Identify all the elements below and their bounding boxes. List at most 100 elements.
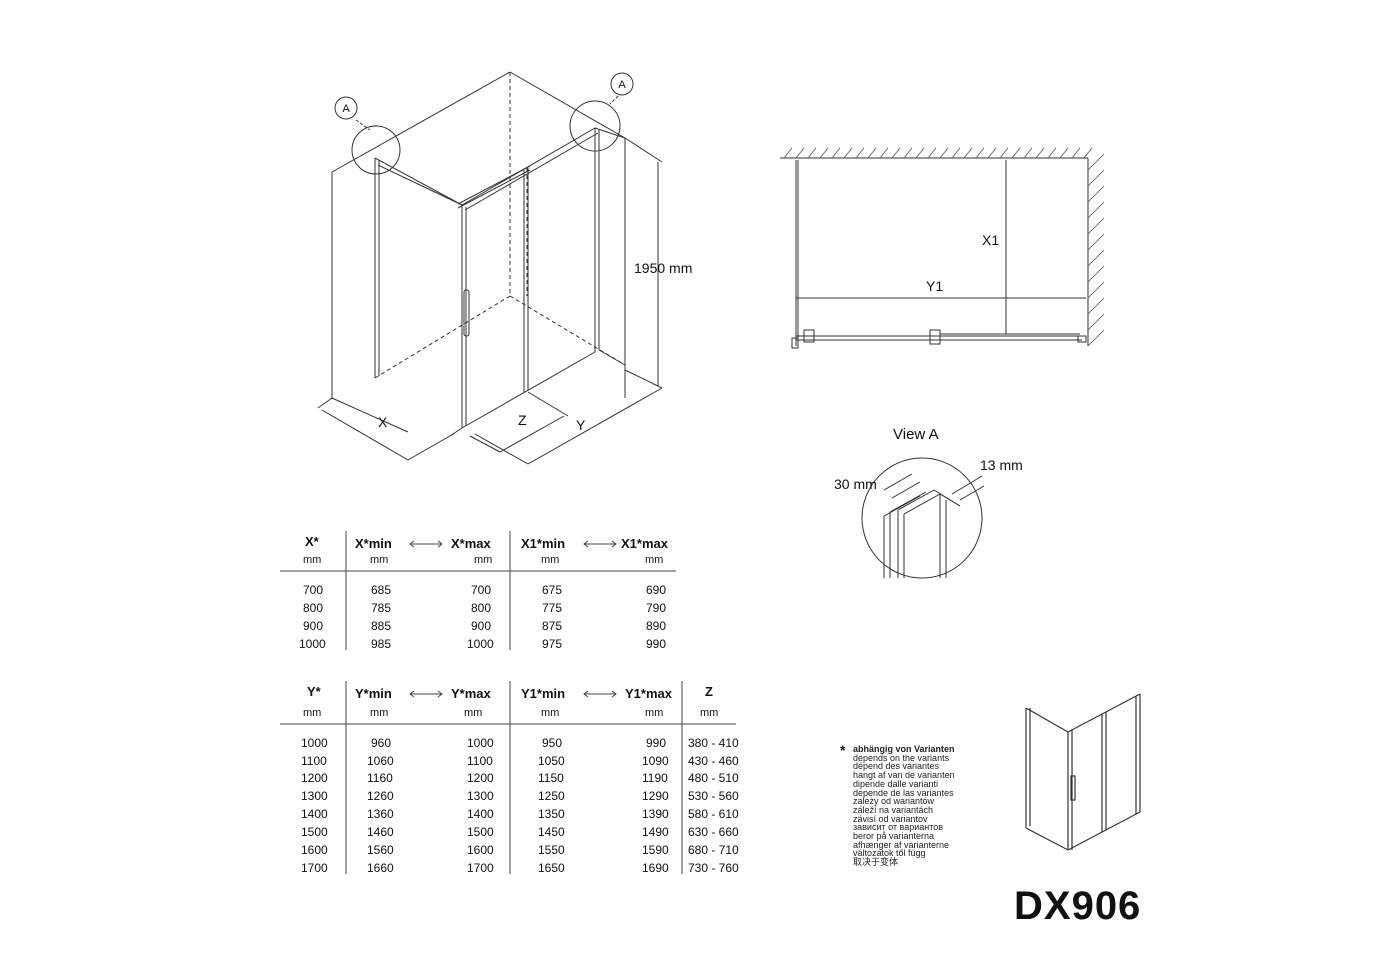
note-line: záleží na variantách xyxy=(853,804,934,815)
table-cell: 1100 xyxy=(301,754,327,768)
table-x-header: X*min xyxy=(355,536,392,551)
table-y-unit: mm xyxy=(645,707,664,719)
table-cell: 1700 xyxy=(301,861,328,875)
table-cell: 1360 xyxy=(367,807,394,821)
table-y-header: Y1*max xyxy=(625,686,672,701)
view-a-detail xyxy=(861,457,985,579)
note-line: afhænger af varianterne xyxy=(853,839,950,850)
table-cell: 480 - 510 xyxy=(688,771,739,785)
table-cell: 700 xyxy=(303,583,324,597)
note-line: depends on the variants xyxy=(853,752,950,763)
table-cell: 790 xyxy=(646,601,667,615)
table-cell: 1490 xyxy=(642,825,669,839)
table-cell: 1560 xyxy=(367,843,394,857)
table-cell: 1500 xyxy=(467,825,494,839)
callout-a-left: A xyxy=(342,103,350,115)
table-cell: 1700 xyxy=(467,861,494,875)
table-y-unit: mm xyxy=(541,707,560,719)
table-cell: 1450 xyxy=(538,825,565,839)
table-cell: 690 xyxy=(646,583,667,597)
y-dimension-label: Y xyxy=(576,417,586,433)
dim-13mm: 13 mm xyxy=(980,457,1023,473)
table-cell: 1400 xyxy=(301,807,328,821)
x-dimension-label: X xyxy=(378,414,388,430)
table-cell: 785 xyxy=(371,601,392,615)
note-line: változatok től függ xyxy=(853,848,926,859)
y1-label: Y1 xyxy=(926,278,943,294)
height-label: 1950 mm xyxy=(634,260,692,276)
table-cell: 1190 xyxy=(642,771,668,785)
note-line: beror på varianterna xyxy=(853,831,935,842)
table-cell: 380 - 410 xyxy=(688,736,739,750)
table-cell: 1200 xyxy=(301,771,328,785)
note-line: dépend des variantes xyxy=(853,761,940,772)
table-cell: 1460 xyxy=(367,825,394,839)
table-x-unit: mm xyxy=(474,554,493,566)
table-x-unit: mm xyxy=(303,554,322,566)
note-line: hangt af van de varianten xyxy=(853,770,955,781)
table-cell: 1000 xyxy=(467,637,494,651)
table-cell: 630 - 660 xyxy=(688,825,739,839)
model-number: DX906 xyxy=(1014,884,1142,928)
table-cell: 675 xyxy=(542,583,563,597)
table-cell: 950 xyxy=(542,736,563,750)
table-cell: 1290 xyxy=(642,789,669,803)
table-x-unit: mm xyxy=(370,554,389,566)
table-x-header: X1*max xyxy=(621,536,668,551)
table-cell: 1600 xyxy=(301,843,328,857)
table-cell: 1200 xyxy=(467,771,494,785)
table-cell: 885 xyxy=(371,619,392,633)
note-line: 取决于变体 xyxy=(853,857,899,868)
table-cell: 430 - 460 xyxy=(688,754,739,768)
thumbnail-drawing xyxy=(1025,693,1141,851)
table-cell: 900 xyxy=(471,619,492,633)
table-cell: 1650 xyxy=(538,861,565,875)
table-y-unit: mm xyxy=(700,707,719,719)
callout-a-right: A xyxy=(618,79,626,91)
table-cell: 1400 xyxy=(467,807,494,821)
table-cell: 1350 xyxy=(538,807,565,821)
note-line: abhängig von Varianten xyxy=(853,744,955,754)
table-cell: 890 xyxy=(646,619,667,633)
table-x-unit: mm xyxy=(541,554,560,566)
table-cell: 990 xyxy=(646,736,667,750)
view-a-title: View A xyxy=(893,426,939,443)
note-line: zależy od wariantów xyxy=(853,796,935,807)
dim-30mm: 30 mm xyxy=(834,476,877,492)
z-dimension-label: Z xyxy=(518,412,527,428)
table-cell: 990 xyxy=(646,637,667,651)
table-cell: 1690 xyxy=(642,861,669,875)
table-y-header: Y*max xyxy=(451,686,491,701)
table-cell: 1500 xyxy=(301,825,328,839)
table-cell: 800 xyxy=(471,601,492,615)
note-asterisk: * xyxy=(840,742,846,758)
table-x-unit: mm xyxy=(645,554,664,566)
table-cell: 900 xyxy=(303,619,324,633)
table-cell: 1260 xyxy=(367,789,394,803)
table-y-header: Y1*min xyxy=(521,686,566,701)
table-cell: 1000 xyxy=(467,736,494,750)
table-cell: 685 xyxy=(371,583,392,597)
table-cell: 775 xyxy=(542,601,563,615)
table-x-header: X1*min xyxy=(521,536,566,551)
table-x-header: X*max xyxy=(451,536,491,551)
table-cell: 1150 xyxy=(538,771,564,785)
table-cell: 1550 xyxy=(538,843,565,857)
table-cell: 1160 xyxy=(367,771,393,785)
table-cell: 700 xyxy=(471,583,492,597)
hatching-top xyxy=(783,147,1105,347)
table-y-header: Y*min xyxy=(355,686,392,701)
table-rules xyxy=(280,531,736,874)
table-cell: 1060 xyxy=(367,754,394,768)
variants-note: abhängig von Varianten depends on the va… xyxy=(853,745,955,867)
note-line: závisí od variantov xyxy=(853,813,928,824)
table-cell: 1050 xyxy=(538,754,565,768)
table-cell: 580 - 610 xyxy=(688,807,739,821)
table-y-header: Y* xyxy=(307,684,321,699)
note-line: зависит от вариантов xyxy=(853,822,944,833)
table-cell: 1250 xyxy=(538,789,565,803)
table-y-unit: mm xyxy=(370,707,389,719)
table-cell: 1590 xyxy=(642,843,669,857)
table-cell: 1300 xyxy=(301,789,328,803)
